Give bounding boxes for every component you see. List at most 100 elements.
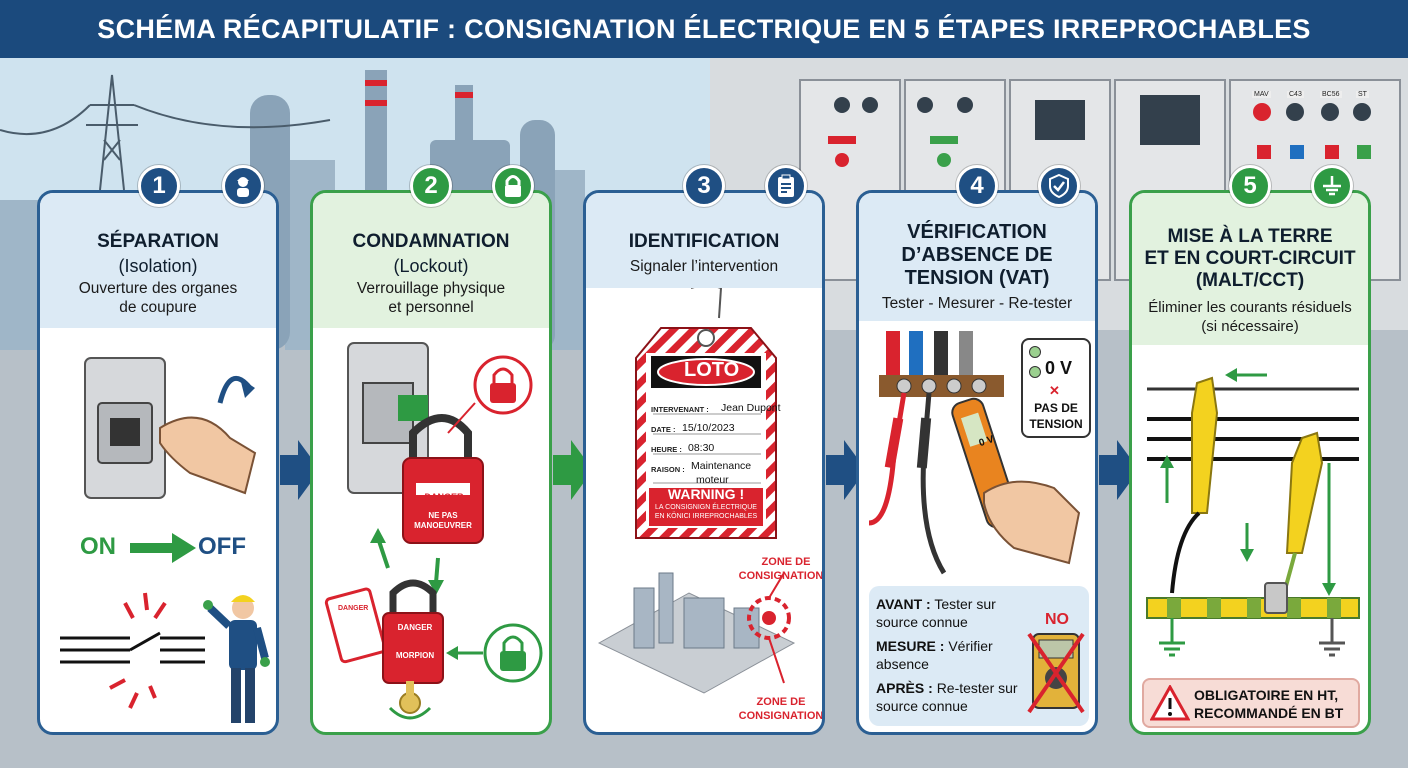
step-4-header bbox=[859, 193, 1095, 321]
flow-arrow bbox=[280, 440, 320, 500]
no-label: NO bbox=[1045, 611, 1069, 628]
step-1-subtitle: Ouverture des organes bbox=[78, 280, 238, 297]
tag-value-intervenant: Jean Dupont bbox=[721, 402, 781, 414]
consignation-zone-illustration bbox=[597, 572, 796, 694]
step-1-subtitle-2: de coupure bbox=[119, 299, 197, 316]
zone-label-bottom-2: CONSIGNATION bbox=[738, 710, 824, 722]
step-5-subtitle-2: (si nécessaire) bbox=[1201, 318, 1299, 335]
loto-tag-illustration bbox=[635, 288, 777, 539]
checklist-avant-text-2: source connue bbox=[876, 614, 968, 630]
step-2-card: CONDAMNATION (Lockout) Verrouillage phys… bbox=[310, 190, 552, 735]
step-5-title-3: (MALT/CCT) bbox=[1195, 270, 1305, 291]
step-4-number-badge: 4 bbox=[956, 165, 998, 207]
breaker-hand-illustration bbox=[84, 357, 257, 499]
loto-logo: LOTO bbox=[684, 359, 740, 381]
warning-line-2: RECOMMANDÉ EN BT bbox=[1194, 705, 1344, 721]
step-3-title: IDENTIFICATION bbox=[628, 231, 780, 252]
panel-label: BC56 bbox=[1320, 91, 1342, 98]
checklist-apres-bold: APRÈS : bbox=[876, 680, 933, 696]
tag-value-date: 15/10/2023 bbox=[682, 422, 735, 434]
voltage-tester-illustration bbox=[868, 331, 1081, 575]
step-4-title-3: TENSION (VAT) bbox=[904, 267, 1050, 289]
step-3-number-badge: 3 bbox=[683, 165, 725, 207]
step-3-header bbox=[586, 193, 822, 288]
checklist-apres-text-2: source connue bbox=[876, 698, 968, 714]
tag-value-raison: Maintenance bbox=[691, 460, 752, 472]
lock-danger-label: DANGER bbox=[424, 492, 464, 502]
tag-warning-title: WARNING ! bbox=[667, 486, 745, 502]
step-4-subtitle: Tester - Mesurer - Re-tester bbox=[881, 295, 1073, 312]
flow-arrow bbox=[553, 440, 593, 500]
step-4-title: VÉRIFICATION bbox=[907, 221, 1047, 243]
ground-icon bbox=[1311, 165, 1353, 207]
step-5-card: MISE À LA TERRE ET EN COURT-CIRCUIT (MAL… bbox=[1129, 190, 1371, 735]
shield-check-icon bbox=[1038, 165, 1080, 207]
step-1-header bbox=[40, 193, 276, 328]
worker-icon bbox=[222, 165, 264, 207]
multimeter-crossed-icon bbox=[1027, 632, 1085, 714]
step-3-card: IDENTIFICATION Signaler l’intervention L… bbox=[583, 190, 825, 735]
step-5-header bbox=[1132, 193, 1368, 345]
step-2-subtitle-2: et personnel bbox=[388, 299, 474, 316]
lock2-text: MORPION bbox=[395, 651, 435, 660]
panel-label: ST bbox=[1356, 91, 1369, 98]
step-2-title-2: (Lockout) bbox=[393, 256, 469, 276]
tag-danger-label: DANGER bbox=[338, 605, 369, 612]
tension-label: TENSION bbox=[1029, 417, 1083, 431]
on-label: ON bbox=[80, 533, 116, 560]
step-1-title-2: (Isolation) bbox=[118, 256, 198, 276]
step-4-card: VÉRIFICATION D’ABSENCE DE TENSION (VAT) … bbox=[856, 190, 1098, 735]
warning-triangle-icon bbox=[1150, 685, 1190, 721]
warning-line-1: OBLIGATOIRE EN HT, bbox=[1194, 687, 1339, 703]
lock-text-1: NE PAS bbox=[428, 511, 458, 520]
no-voltage-cross-icon: ✕ bbox=[1049, 383, 1060, 398]
zone-label-top-2: CONSIGNATION bbox=[738, 570, 824, 582]
lock2-danger-label: DANGER bbox=[397, 623, 433, 632]
step-5-subtitle: Éliminer les courants résiduels bbox=[1148, 299, 1352, 316]
pas-de-label: PAS DE bbox=[1034, 401, 1078, 415]
step-3-subtitle: Signaler l’intervention bbox=[629, 258, 779, 275]
step-2-subtitle: Verrouillage physique bbox=[356, 280, 506, 297]
checklist-avant-text: Tester sur bbox=[934, 596, 996, 612]
page-title: SCHÉMA RÉCAPITULATIF : CONSIGNATION ÉLEC… bbox=[0, 0, 1408, 58]
open-switch-illustration bbox=[60, 592, 270, 723]
checklist-mesure-text: Vérifier bbox=[948, 638, 993, 654]
panel-label: C43 bbox=[1287, 91, 1304, 98]
checklist-mesure-bold: MESURE : bbox=[876, 638, 945, 654]
step-2-header bbox=[313, 193, 549, 328]
step-2-title: CONDAMNATION bbox=[352, 231, 510, 252]
indicator-led bbox=[1029, 366, 1041, 378]
tag-value-heure: 08:30 bbox=[688, 442, 715, 454]
checklist-apres-text: Re-tester sur bbox=[936, 680, 1018, 696]
checklist-apres: APRÈS : Re-tester sur source connue bbox=[876, 679, 1018, 715]
tag-value-raison-2: moteur bbox=[696, 474, 729, 486]
checklist-mesure-text-2: absence bbox=[876, 656, 929, 672]
panel-label: MAV bbox=[1252, 91, 1271, 98]
step-5-number-badge: 5 bbox=[1229, 165, 1271, 207]
lockout-illustration bbox=[324, 342, 543, 720]
step-2-number-badge: 2 bbox=[410, 165, 452, 207]
tag-warning-line-1: LA CONSIGNIGN ÉLECTRIQUE bbox=[655, 504, 757, 511]
checklist-avant-bold: AVANT : bbox=[876, 596, 931, 612]
tag-warning-line-2: EN KÖNICI IRREPROCHABLES bbox=[654, 513, 758, 520]
indicator-led bbox=[1029, 346, 1041, 358]
padlock-icon bbox=[492, 165, 534, 207]
flow-arrow bbox=[1099, 440, 1139, 500]
step-5-title-2: ET EN COURT-CIRCUIT bbox=[1144, 248, 1356, 269]
flow-arrow bbox=[826, 440, 866, 500]
zone-label-top-1: ZONE DE bbox=[761, 556, 811, 568]
tag-label-intervenant: INTERVENANT : bbox=[651, 405, 709, 414]
grounding-illustration bbox=[1146, 368, 1360, 657]
checklist-mesure: MESURE : Vérifier absence bbox=[876, 637, 993, 673]
step-5-title: MISE À LA TERRE bbox=[1167, 226, 1333, 247]
meter-reading: 0 V bbox=[1045, 358, 1073, 378]
step-1-card: SÉPARATION (Isolation) Ouverture des org… bbox=[37, 190, 279, 735]
tag-label-raison: RAISON : bbox=[651, 465, 685, 474]
step-4-title-2: D’ABSENCE DE bbox=[901, 244, 1053, 266]
clipboard-icon bbox=[765, 165, 807, 207]
zone-label-bottom-1: ZONE DE bbox=[756, 696, 806, 708]
step-1-title: SÉPARATION bbox=[97, 231, 219, 252]
checklist-avant: AVANT : Tester sur source connue bbox=[876, 595, 996, 631]
lock-text-2: MANOEUVRER bbox=[414, 521, 472, 530]
on-off-arrow-icon bbox=[130, 533, 196, 563]
